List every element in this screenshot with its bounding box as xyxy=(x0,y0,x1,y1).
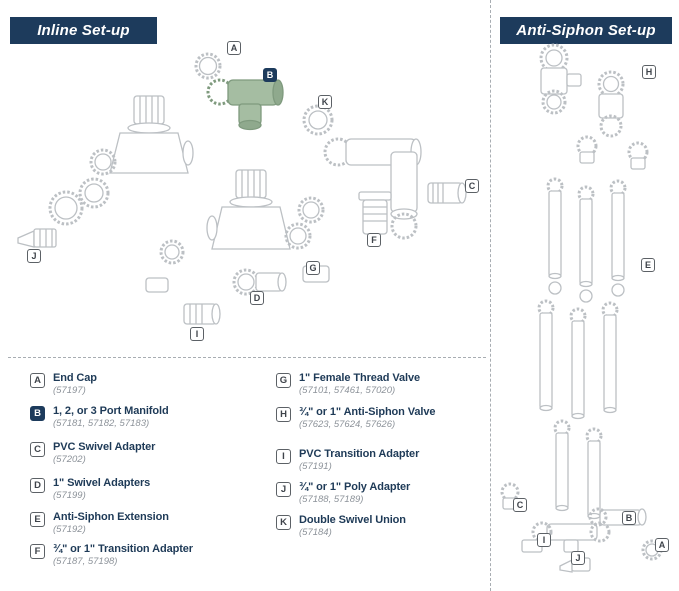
part-marker-i-right: I xyxy=(537,533,551,547)
legend-part-name: 1" Female Thread Valve xyxy=(299,372,421,384)
legend-item-swivel-adapters: D 1" Swivel Adapters (57199) xyxy=(30,477,150,501)
anti-siphon-diagram-art xyxy=(500,43,663,573)
part-marker-e: E xyxy=(641,258,655,272)
legend-part-numbers: (57202) xyxy=(53,454,86,465)
legend-dashed-divider xyxy=(8,357,486,358)
inline-diagram-art xyxy=(17,52,467,325)
legend-item-anti-siphon-extension: E Anti-Siphon Extension (57192) xyxy=(30,511,169,535)
legend-part-name: Double Swivel Union xyxy=(299,514,406,526)
legend-part-name: ¾" or 1" Anti-Siphon Valve xyxy=(299,406,436,418)
legend-part-name: End Cap xyxy=(53,372,97,384)
legend-item-end-cap: A End Cap (57197) xyxy=(30,372,97,396)
legend-part-numbers: (57187, 57198) xyxy=(53,556,118,567)
legend-item-transition-adapter: F ¾" or 1" Transition Adapter (57187, 57… xyxy=(30,543,193,567)
legend-badge-a: A xyxy=(30,373,45,388)
legend-part-name: ¾" or 1" Transition Adapter xyxy=(53,543,193,555)
part-marker-j-right: J xyxy=(571,551,585,565)
part-marker-c: C xyxy=(465,179,479,193)
part-marker-f: F xyxy=(367,233,381,247)
part-marker-d: D xyxy=(250,291,264,305)
legend-badge-b-highlighted: B xyxy=(30,406,45,421)
legend-part-name: PVC Swivel Adapter xyxy=(53,441,156,453)
legend-part-numbers: (57623, 57624, 57626) xyxy=(299,419,396,430)
legend-part-name: 1, 2, or 3 Port Manifold xyxy=(53,405,169,417)
part-marker-a-right: A xyxy=(655,538,669,552)
legend-item-poly-adapter: J ¾" or 1" Poly Adapter (57188, 57189) xyxy=(276,481,410,505)
legend-badge-i: I xyxy=(276,449,291,464)
legend-item-pvc-swivel-adapter: C PVC Swivel Adapter (57202) xyxy=(30,441,155,465)
legend-item-anti-siphon-valve: H ¾" or 1" Anti-Siphon Valve (57623, 576… xyxy=(276,406,436,430)
legend-badge-j: J xyxy=(276,482,291,497)
part-marker-k: K xyxy=(318,95,332,109)
legend-part-numbers: (57181, 57182, 57183) xyxy=(53,418,150,429)
part-marker-i: I xyxy=(190,327,204,341)
legend-badge-d: D xyxy=(30,478,45,493)
part-marker-b-right: B xyxy=(622,511,636,525)
part-marker-h: H xyxy=(642,65,656,79)
inline-setup-title: Inline Set-up xyxy=(10,17,157,44)
legend-item-female-thread-valve: G 1" Female Thread Valve (57101, 57461, … xyxy=(276,372,420,396)
legend-badge-c: C xyxy=(30,442,45,457)
legend-badge-g: G xyxy=(276,373,291,388)
legend-part-numbers: (57197) xyxy=(53,385,86,396)
legend-part-numbers: (57188, 57189) xyxy=(299,494,364,505)
legend-item-port-manifold: B 1, 2, or 3 Port Manifold (57181, 57182… xyxy=(30,405,169,429)
part-marker-c-right: C xyxy=(513,498,527,512)
legend-part-numbers: (57184) xyxy=(299,527,332,538)
vertical-dashed-divider xyxy=(490,0,491,591)
part-marker-a: A xyxy=(227,41,241,55)
legend-badge-k: K xyxy=(276,515,291,530)
part-marker-b-highlighted: B xyxy=(263,68,277,82)
anti-siphon-setup-title: Anti-Siphon Set-up xyxy=(500,17,672,44)
legend-part-numbers: (57101, 57461, 57020) xyxy=(299,385,396,396)
legend-item-double-swivel-union: K Double Swivel Union (57184) xyxy=(276,514,406,538)
legend-part-name: ¾" or 1" Poly Adapter xyxy=(299,481,411,493)
legend-item-pvc-transition-adapter: I PVC Transition Adapter (57191) xyxy=(276,448,419,472)
part-marker-g: G xyxy=(306,261,320,275)
legend-badge-e: E xyxy=(30,512,45,527)
legend-part-name: 1" Swivel Adapters xyxy=(53,477,151,489)
legend-part-name: PVC Transition Adapter xyxy=(299,448,420,460)
legend-badge-h: H xyxy=(276,407,291,422)
legend-part-numbers: (57192) xyxy=(53,524,86,535)
legend-badge-f: F xyxy=(30,544,45,559)
part-marker-j: J xyxy=(27,249,41,263)
legend-part-name: Anti-Siphon Extension xyxy=(53,511,169,523)
legend-part-numbers: (57199) xyxy=(53,490,86,501)
legend-part-numbers: (57191) xyxy=(299,461,332,472)
